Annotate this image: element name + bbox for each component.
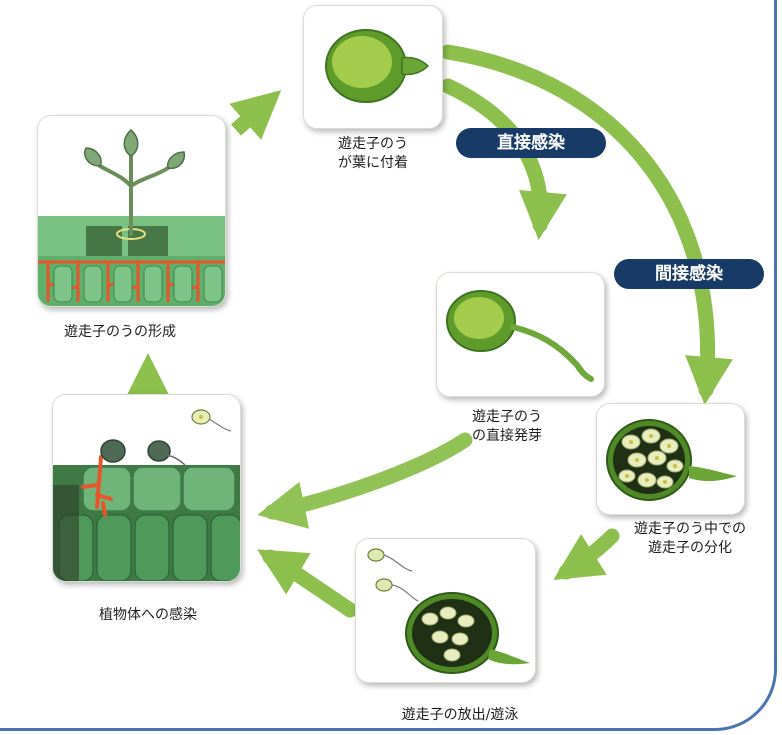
card-attach [303,5,443,129]
pill-indirect: 間接感染 [614,259,764,289]
label-differentiation: 遊走子のう中での 遊走子の分化 [634,521,746,556]
arrow-germination-to-infection [257,432,473,529]
pill-direct: 直接感染 [456,128,606,158]
label-direct-germination: 遊走子のう の直接発芽 [472,409,542,444]
card-differentiation [596,403,745,515]
arrow-differentiation-to-release [553,528,620,581]
card-release [355,538,536,683]
card-infection [52,394,241,582]
arrow-formation-to-attach [229,90,282,140]
card-direct-germination [436,272,605,397]
card-formation [37,115,226,307]
arrow-release-to-infection [257,549,358,618]
arrow-indirect [440,44,733,405]
label-attach: 遊走子のう が葉に付着 [338,136,408,171]
label-infection: 植物体への感染 [99,607,197,623]
label-formation: 遊走子のうの形成 [64,324,176,340]
label-release: 遊走子の放出/遊泳 [401,707,519,723]
